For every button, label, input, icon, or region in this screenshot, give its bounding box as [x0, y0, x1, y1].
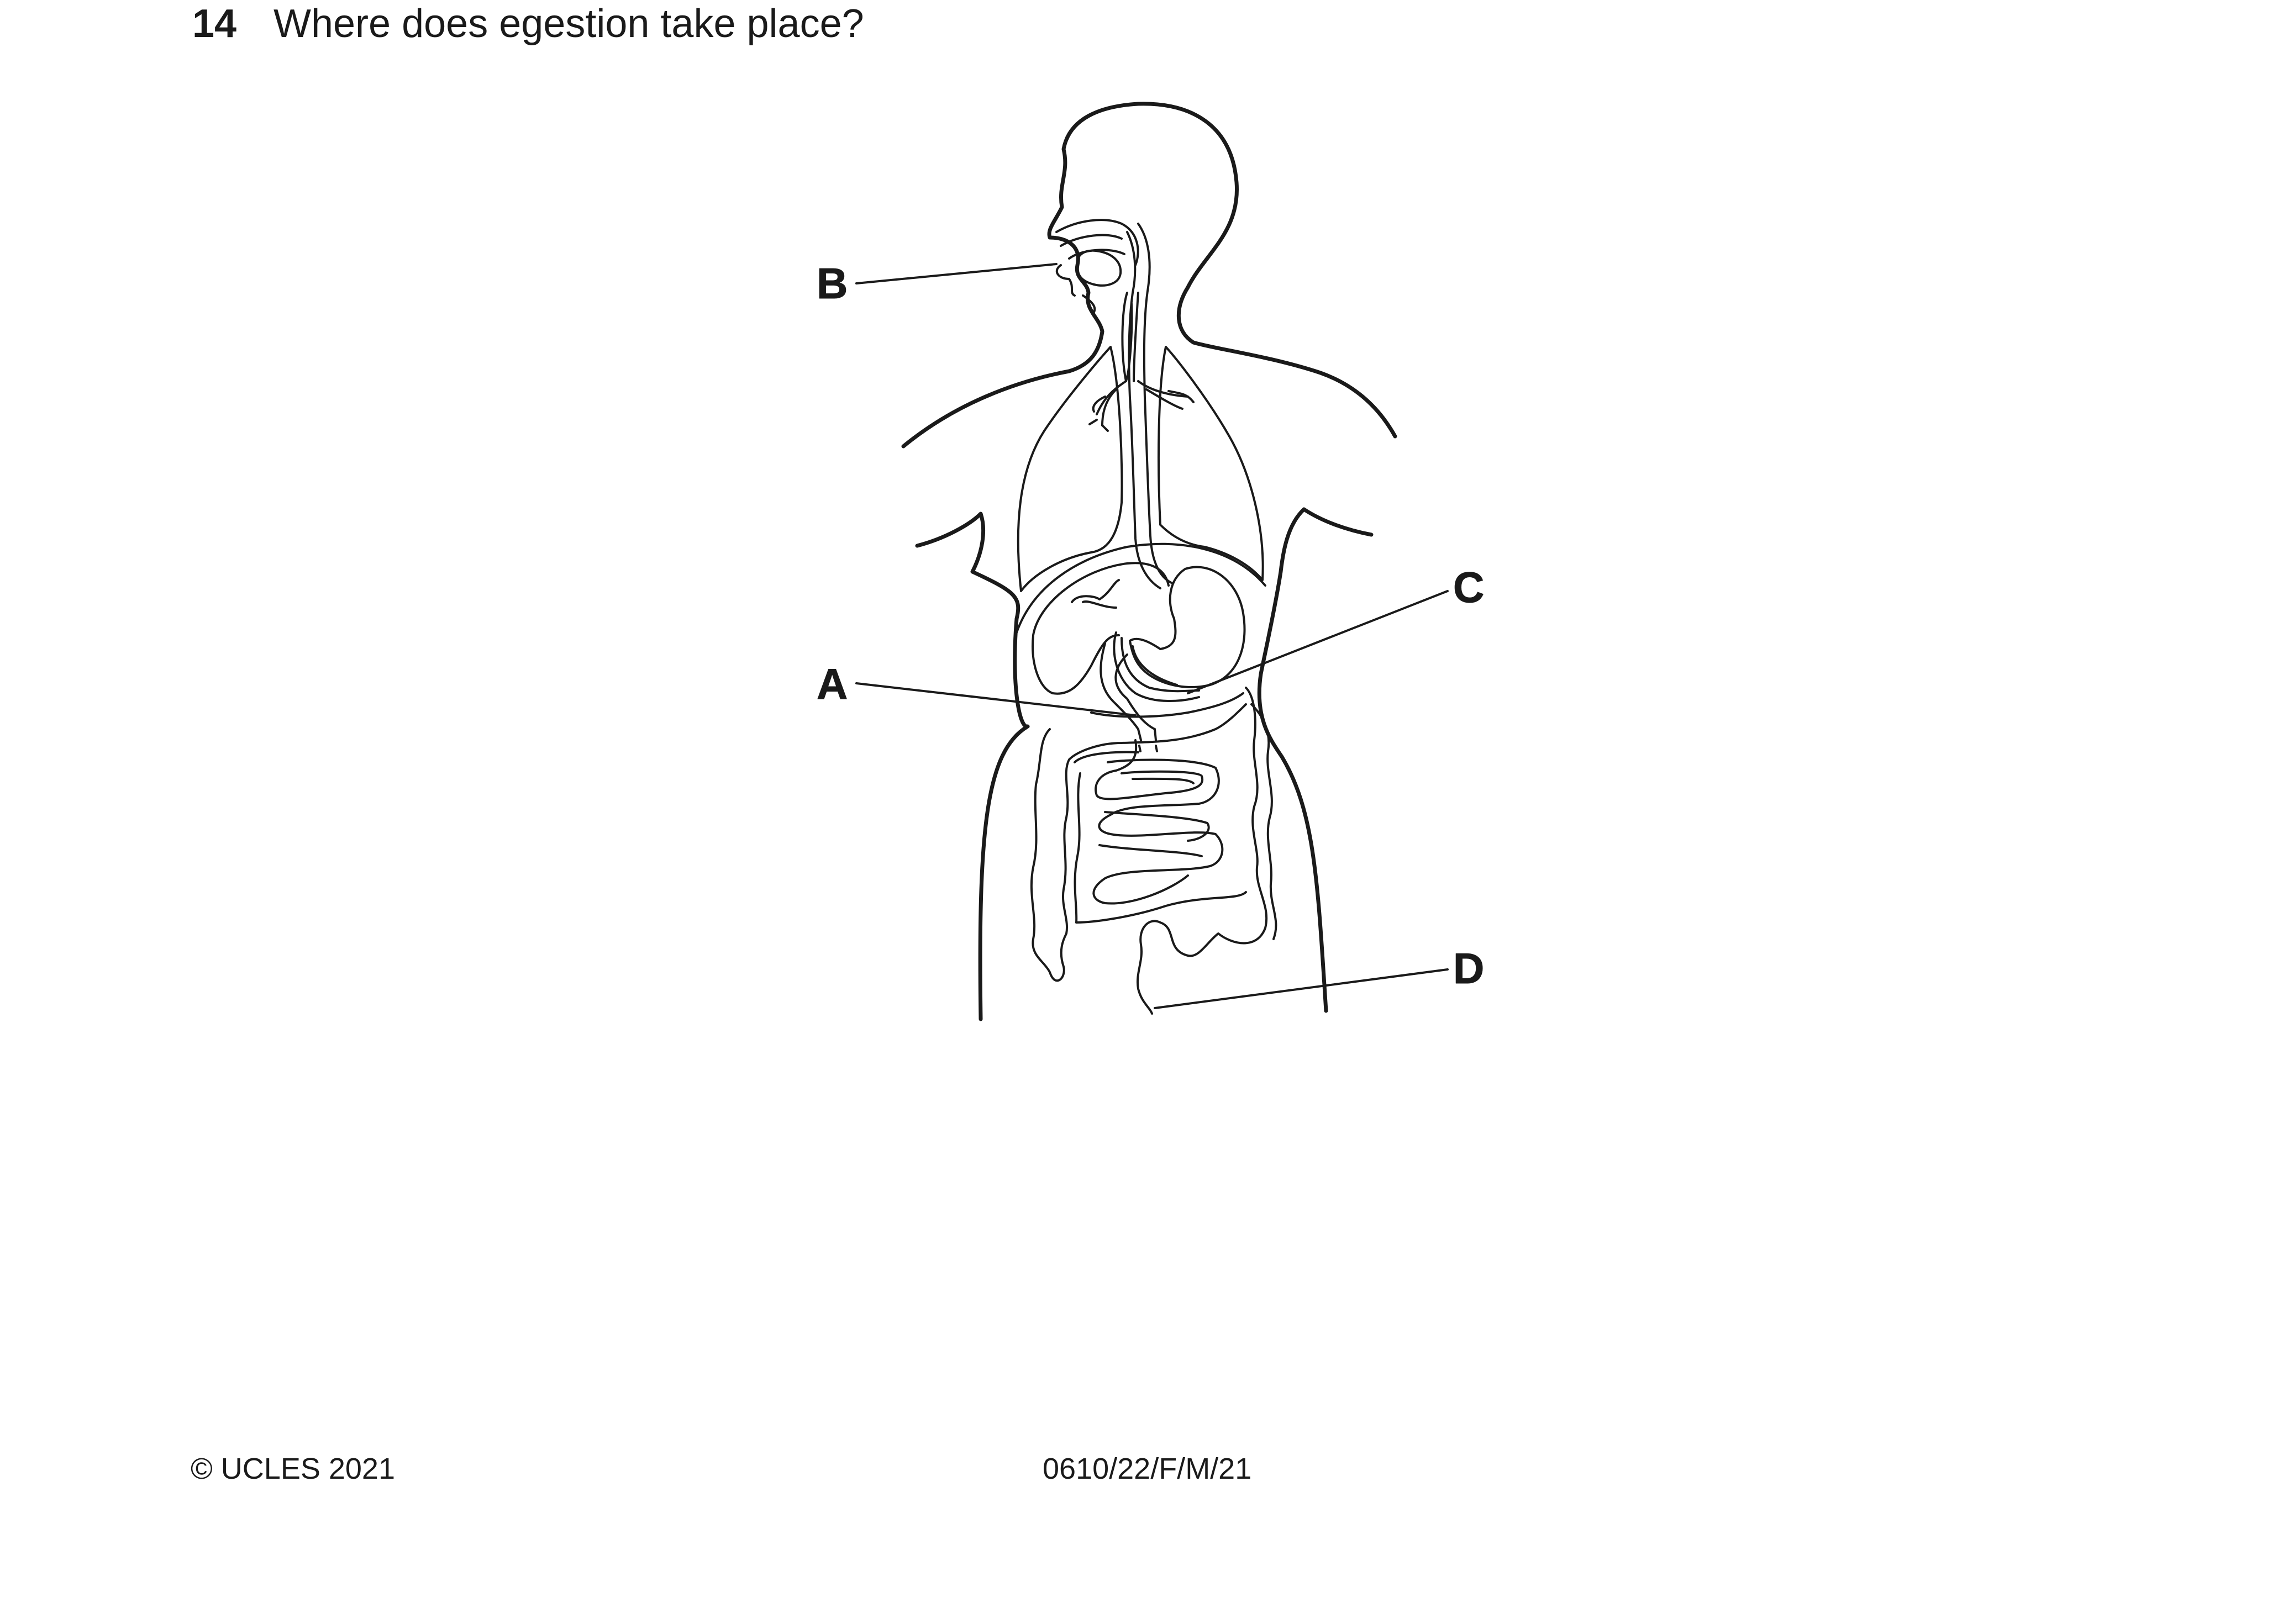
- leader-line-c: [1187, 590, 1449, 694]
- label-b: B: [817, 259, 848, 308]
- leader-line-a: [855, 682, 1137, 716]
- abdominal-organs: [1016, 542, 1266, 752]
- body-outline: [901, 102, 1397, 1021]
- label-c: C: [1453, 563, 1484, 611]
- footer-paper-code: 0610/22/F/M/21: [1043, 1452, 1252, 1485]
- leader-line-d: [1154, 968, 1449, 1009]
- question-text: Where does egestion take place?: [273, 2, 864, 46]
- label-a: A: [817, 660, 848, 708]
- question-number: 14: [192, 2, 237, 46]
- intestines: [1030, 687, 1277, 1015]
- oesophagus-and-airway: [1055, 219, 1195, 589]
- lungs: [1017, 346, 1264, 592]
- leader-line-b: [855, 263, 1058, 284]
- label-d: D: [1453, 944, 1484, 993]
- footer-copyright: © UCLES 2021: [191, 1452, 395, 1485]
- leader-lines: [855, 263, 1449, 1009]
